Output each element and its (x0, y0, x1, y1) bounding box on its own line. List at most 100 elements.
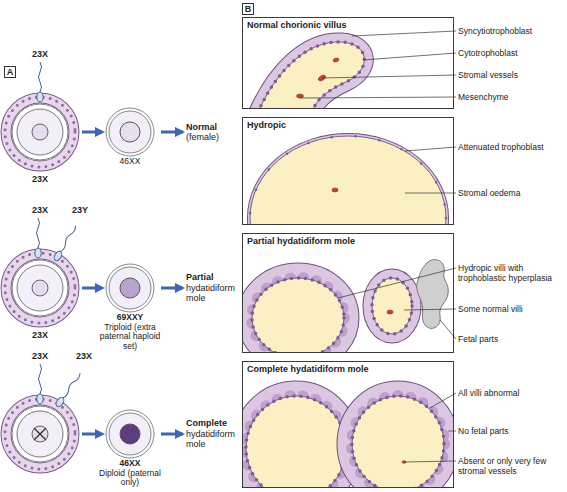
fertilisation-arrow (95, 127, 105, 137)
chromosome-label: 23X (28, 174, 52, 184)
complete-mole-villi (352, 396, 444, 487)
zygote-nucleus (120, 424, 140, 444)
sperm-cell (53, 224, 79, 262)
leader-line (300, 31, 456, 462)
karyotype-text: 46XX (99, 157, 161, 167)
zygote-nucleus (120, 278, 140, 298)
leader-line (300, 97, 456, 98)
partial-mole-villi (372, 278, 412, 334)
panel-title: Partial hydatidiform mole (243, 234, 453, 248)
partial-mole-villi (252, 278, 344, 352)
zygote-outline (99, 409, 161, 459)
histology-panel: Hydropic (242, 117, 454, 225)
zona-ring (106, 264, 154, 312)
leader-line (405, 147, 456, 151)
nucleus-cross (34, 428, 46, 440)
karyotype-text: 46XX (99, 459, 161, 469)
chromosome-label: 23Y (68, 205, 92, 215)
normal-villus (297, 94, 304, 98)
structure-label: No fetal parts (458, 426, 565, 436)
leader-line (404, 461, 456, 462)
complete-mole-villi (352, 396, 444, 487)
zona-ring (106, 410, 154, 458)
chromosome-label: 23X (28, 351, 52, 361)
zona-ring (106, 108, 154, 156)
panel-title: Complete hydatidiform mole (243, 362, 453, 376)
sperm-cell (35, 218, 41, 258)
complete-mole-villi (352, 396, 444, 487)
panel-title: Hydropic (243, 118, 453, 132)
fertilisation-arrow (95, 283, 105, 293)
outcome-text: Partial hydatidiform mole (186, 272, 240, 304)
karyotype-text: 69XXY (99, 313, 161, 323)
leader-line (430, 393, 456, 408)
complete-mole-villi (246, 396, 346, 487)
outcome-label: Complete hydatidiform mole (186, 418, 240, 450)
zygote-circle: 46XXDiploid (paternal only) (99, 409, 161, 488)
panel-letter: B (242, 3, 254, 15)
zygote-nucleus (120, 122, 140, 142)
complete-mole-villi (246, 396, 444, 487)
partial-mole-villi (252, 278, 344, 352)
chromosome-label: 23X (28, 49, 52, 59)
egg-cell (5, 399, 75, 469)
sperm-cell (37, 62, 43, 102)
partial-mole-villi (252, 260, 448, 352)
egg-cell (5, 253, 75, 323)
complete-mole-villi (246, 396, 346, 487)
panel-letter: A (4, 66, 16, 78)
complete-mole-villi (352, 396, 444, 487)
zygote-circle: 46XX (99, 107, 161, 167)
panel-title: Normal chorionic villus (243, 18, 453, 32)
outcome-label: Partial hydatidiform mole (186, 272, 240, 304)
fertilisation-arrow (82, 127, 105, 439)
hydropic-villus (250, 136, 446, 224)
result-arrow (161, 433, 183, 436)
structure-label: All villi abnormal (458, 388, 565, 398)
hydropic-villus (332, 188, 338, 192)
complete-mole-villi (246, 396, 346, 487)
partial-mole-villi (372, 278, 412, 334)
sperm-cell (55, 371, 83, 407)
fetal-tissue (417, 260, 449, 329)
partial-mole-villi (372, 278, 412, 334)
histology-panel: Normal chorionic villus (242, 17, 454, 109)
result-arrow (161, 131, 183, 134)
fertilisation-arrow (82, 131, 97, 134)
structure-label: Fetal parts (458, 334, 565, 344)
zygote-outline (99, 263, 161, 313)
outcome-label: Normal (female) (186, 122, 240, 143)
partial-mole-villi (387, 310, 393, 314)
egg-cell (32, 124, 48, 140)
egg-cell (5, 97, 75, 469)
structure-label: Stromal oedema (458, 188, 565, 198)
fertilisation-arrow (82, 433, 97, 436)
partial-mole-villi (252, 278, 344, 352)
leader-line (448, 431, 456, 432)
leader-line (404, 309, 456, 310)
zygote-cytoplasm (109, 413, 151, 455)
complete-mole-villi (246, 396, 346, 487)
chromosome-label: 23X (28, 205, 52, 215)
histology-panel: Complete hydatidiform mole (242, 361, 454, 488)
chromosome-label: 23X (28, 330, 52, 340)
karyotype-text: Triploid (extra paternal haploid set) (99, 323, 161, 352)
hydropic-villus (250, 136, 446, 224)
egg-cell (32, 280, 48, 296)
leader-line (322, 75, 456, 78)
hydropic-villus (250, 136, 446, 224)
structure-label: Hydropic villi with trophoblastic hyperp… (458, 263, 565, 283)
chromosome-label: 23X (72, 351, 96, 361)
complete-mole-villi (246, 396, 346, 487)
partial-mole-villi (252, 278, 344, 352)
egg-cell (5, 97, 75, 167)
hydropic-villus (250, 136, 446, 224)
complete-mole-villi (352, 396, 444, 487)
karyotype-text: Diploid (paternal only) (99, 469, 161, 488)
structure-label: Mesenchyme (458, 92, 565, 102)
fertilisation-arrow (82, 287, 97, 290)
nucleus-cross (34, 428, 46, 440)
zygote-cytoplasm (109, 267, 151, 309)
result-arrow (161, 287, 183, 290)
